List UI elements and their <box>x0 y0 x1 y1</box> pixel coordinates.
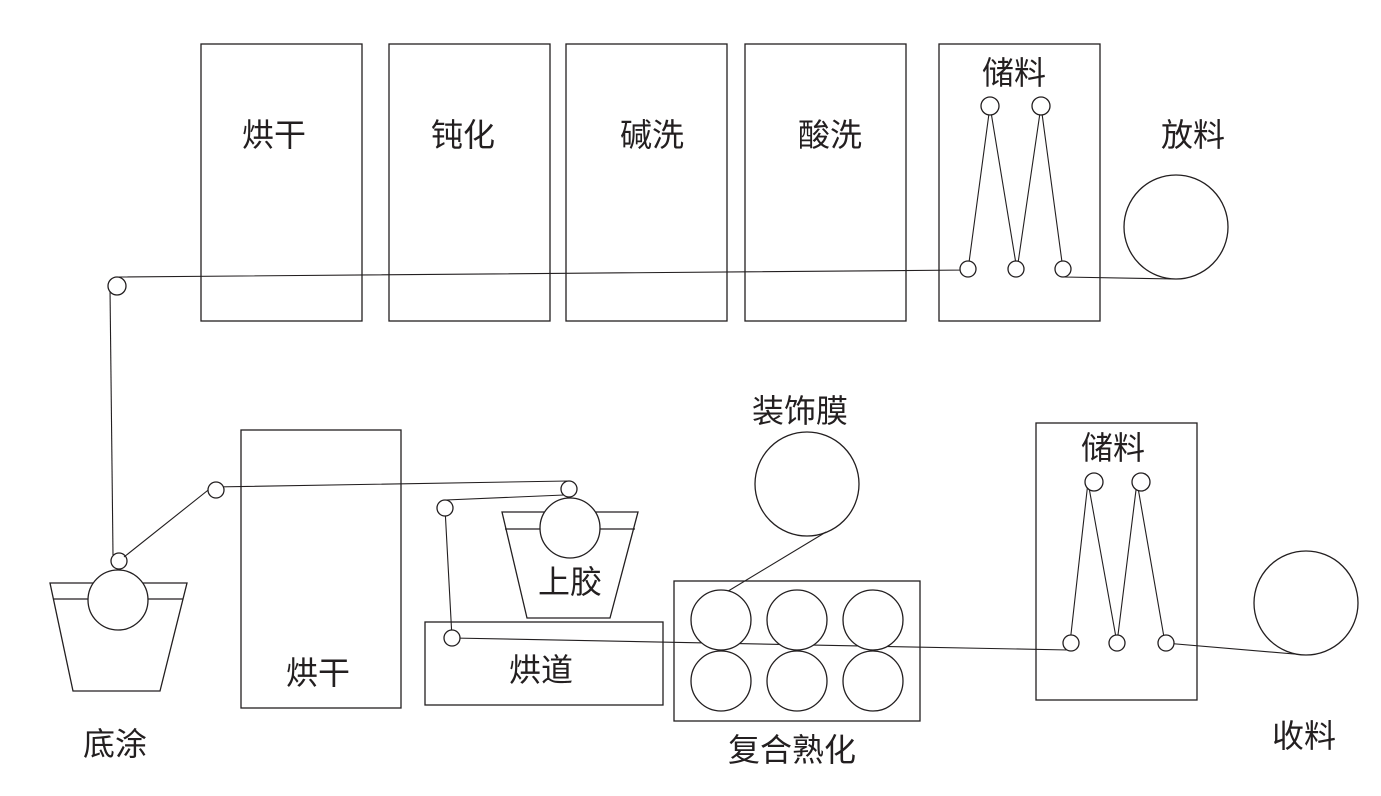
label-laminate-cure: 复合熟化 <box>728 731 856 769</box>
laminate-cure-box <box>673 580 921 722</box>
label-unwind: 放料 <box>1161 116 1225 154</box>
label-oven: 烘道 <box>509 651 573 689</box>
storage-top-roller <box>959 260 977 278</box>
primer-guide-roller <box>110 552 128 570</box>
storage-top-roller <box>1031 96 1051 116</box>
laminate-roller <box>690 589 752 651</box>
unwind-coil <box>1123 174 1229 280</box>
laminate-roller <box>766 589 828 651</box>
glue-guide-roller <box>560 480 578 498</box>
label-alkali-wash: 碱洗 <box>620 116 684 154</box>
decor-film-coil <box>754 431 860 537</box>
storage-bottom-roller <box>1062 634 1080 652</box>
label-storage-top: 储料 <box>982 54 1046 92</box>
dry-top-box <box>200 43 363 322</box>
storage-bottom-roller <box>1084 472 1104 492</box>
guide-roller-glue-left <box>436 499 454 517</box>
label-dry-bottom: 烘干 <box>286 654 350 692</box>
storage-bottom-box <box>1035 422 1198 701</box>
label-glue: 上胶 <box>538 563 602 601</box>
storage-bottom-roller <box>1108 634 1126 652</box>
label-primer: 底涂 <box>83 725 147 763</box>
storage-top-roller <box>1054 260 1072 278</box>
laminate-roller <box>842 589 904 651</box>
label-acid-wash: 酸洗 <box>798 116 862 154</box>
dry-bottom-box <box>240 429 402 709</box>
oven-guide-roller <box>443 629 461 647</box>
laminate-roller <box>766 650 828 712</box>
alkali-wash-box <box>565 43 728 322</box>
label-passivation: 钝化 <box>431 116 495 154</box>
guide-roller-dry-bottom <box>207 481 225 499</box>
storage-top-roller <box>980 96 1000 116</box>
storage-top-box <box>938 43 1101 322</box>
primer-to-dryer-strip <box>123 480 569 558</box>
decor-film-feed <box>719 531 827 597</box>
laminate-roller <box>690 650 752 712</box>
label-storage-bottom: 储料 <box>1081 429 1145 467</box>
storage-bottom-roller <box>1131 472 1151 492</box>
storage-bottom-strip <box>1069 481 1307 656</box>
storage-top-roller <box>1007 260 1025 278</box>
laminate-roller <box>842 650 904 712</box>
storage-bottom-roller <box>1157 634 1175 652</box>
primer-roller <box>87 569 149 631</box>
oven-box <box>424 621 664 706</box>
glue-roller <box>539 497 601 559</box>
guide-roller-top-left <box>107 276 127 296</box>
label-decor-film: 装饰膜 <box>752 392 848 430</box>
label-rewind: 收料 <box>1272 717 1336 755</box>
rewind-coil <box>1253 550 1359 656</box>
acid-wash-box <box>744 43 907 322</box>
label-dry-top: 烘干 <box>242 116 306 154</box>
passivation-box <box>388 43 551 322</box>
top-to-primer-strip <box>109 287 114 556</box>
